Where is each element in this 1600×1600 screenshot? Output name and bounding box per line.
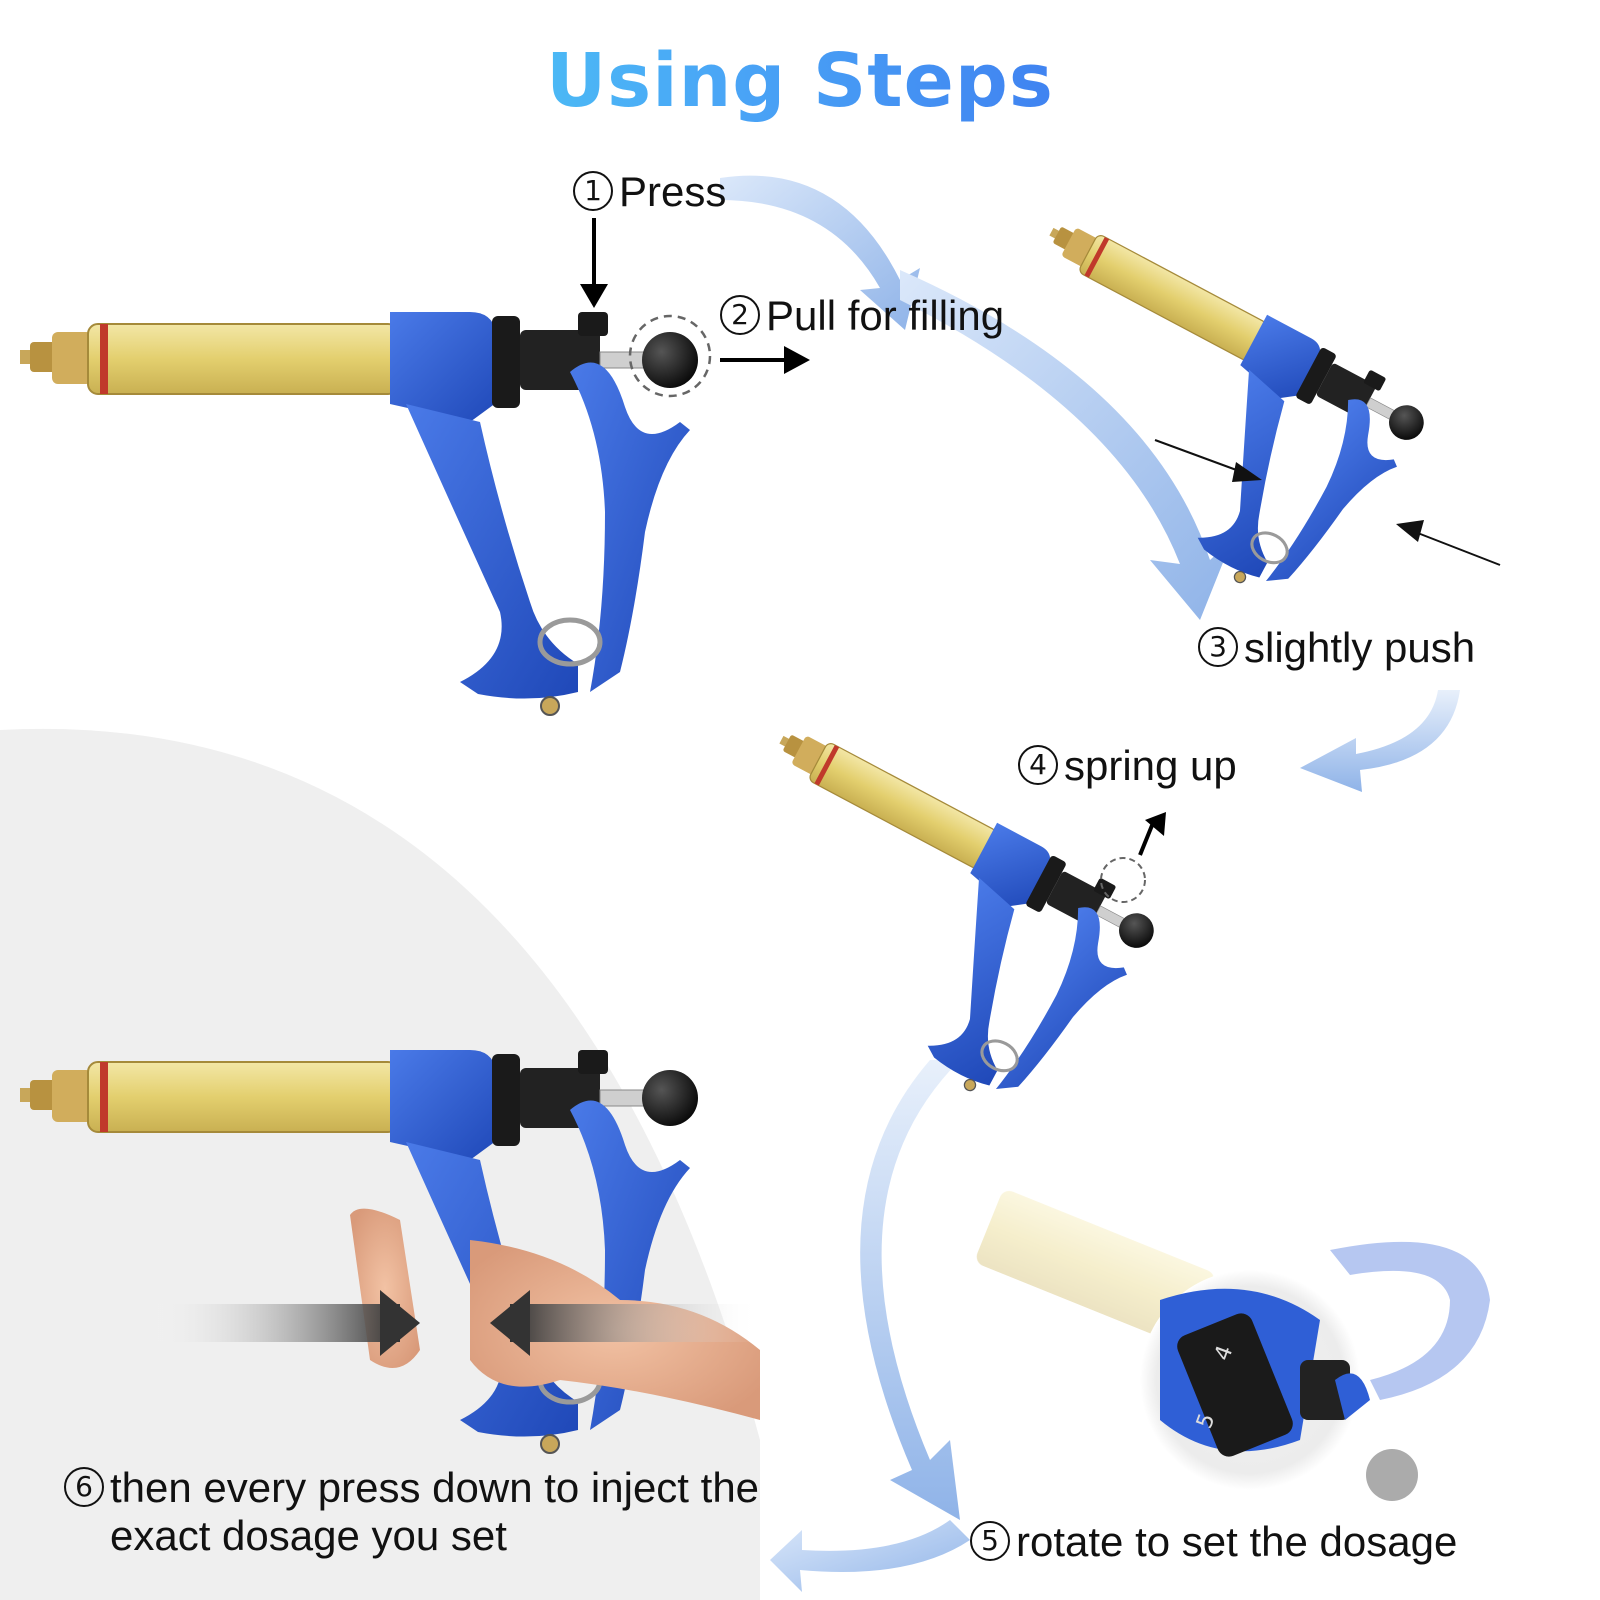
squeeze-arrow-icon [150,1290,760,1356]
step-3-label: 3 slightly push [1198,624,1475,672]
flow-arrow-1 [720,175,920,330]
step-text: slightly push [1244,624,1476,671]
dial-zoom-view: 4 5 [976,1190,1490,1501]
flow-arrow-3 [1300,690,1460,792]
step-text: rotate to set the dosage [1016,1518,1458,1565]
step-number-badge: 5 [970,1521,1010,1561]
step-number-badge: 2 [720,295,760,335]
squeeze-arrow-icon [1154,439,1501,566]
flow-arrow-4 [860,1060,960,1520]
step-6-label: 6 then every press down to inject the ex… [64,1464,760,1560]
background-panel [0,728,760,1600]
arrow-up-icon [1138,812,1166,856]
step-number-badge: 1 [573,171,613,211]
step-number-badge: 4 [1018,745,1058,785]
focus-circle [628,314,712,398]
page-title: Using Steps [0,38,1600,124]
focus-circle [1100,857,1146,903]
step-number-badge: 3 [1198,627,1238,667]
syringe-gun-main [20,312,698,715]
step-text: Pull for filling [766,292,1005,339]
arrow-right-icon [720,346,810,374]
step-text: Press [619,168,727,215]
step-1-label: 1 Press [573,168,726,216]
step-2-label: 2 Pull for filling [720,292,1004,340]
step-4-label: 4 spring up [1018,742,1237,790]
flow-arrow-2 [900,270,1232,620]
flow-arrow-5 [770,1520,970,1592]
step-text: then every press down to inject the exac… [110,1464,760,1559]
arrow-down-icon [580,218,608,308]
step-number-badge: 6 [64,1467,104,1507]
step-5-label: 5 rotate to set the dosage [970,1518,1457,1566]
step-text: spring up [1064,742,1237,789]
